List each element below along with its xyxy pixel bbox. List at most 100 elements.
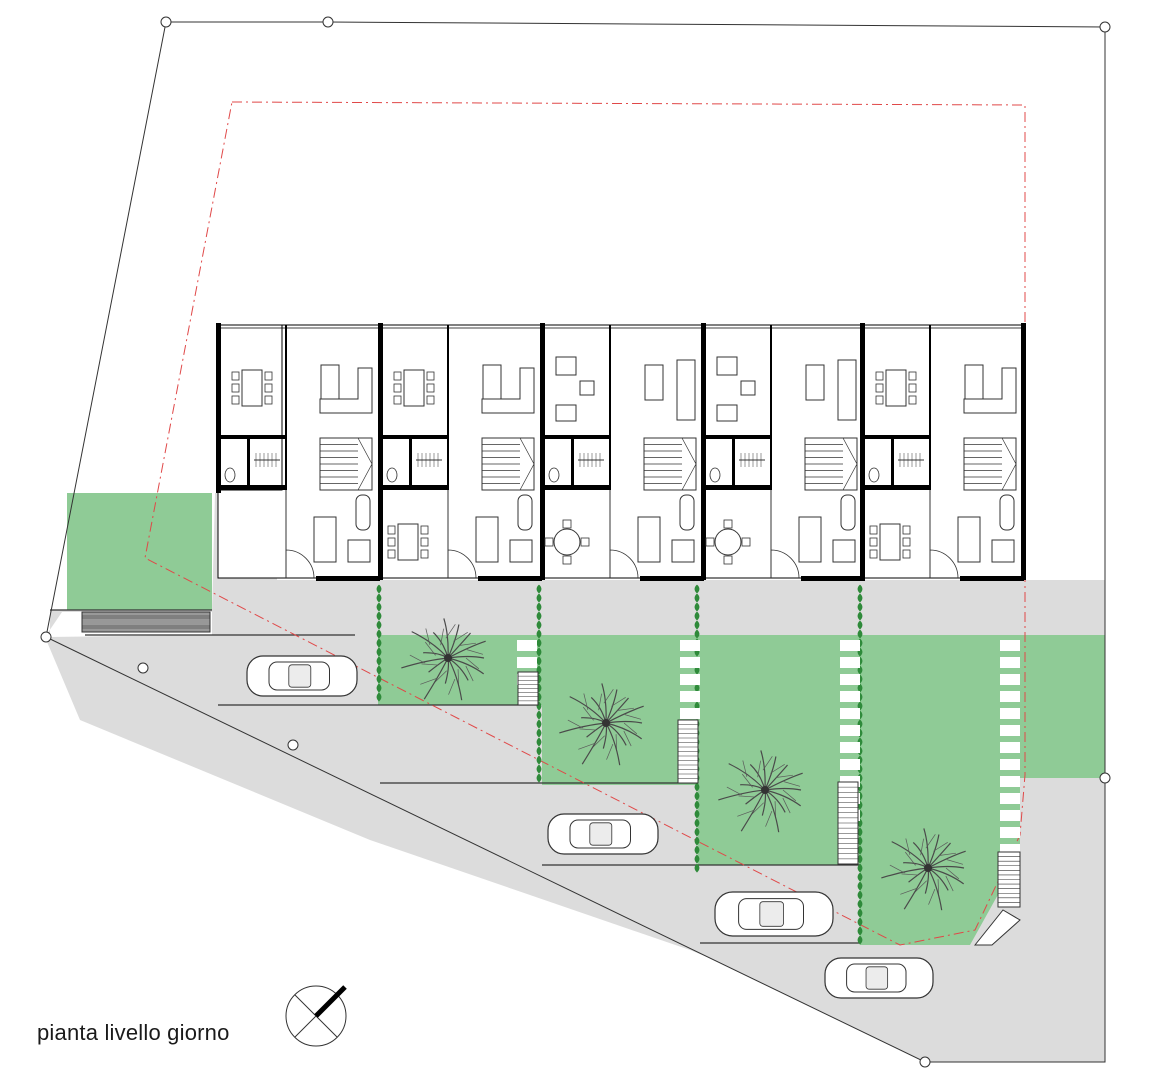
twig bbox=[453, 632, 468, 642]
chair bbox=[393, 371, 402, 381]
tv-unit bbox=[805, 364, 825, 401]
twig bbox=[776, 774, 793, 778]
stepping-stone bbox=[1000, 657, 1020, 668]
armchair bbox=[716, 404, 738, 422]
hedge-icon bbox=[536, 629, 542, 639]
hedge-icon bbox=[694, 593, 700, 603]
survey-point-1 bbox=[322, 16, 334, 28]
door-swing bbox=[609, 549, 639, 579]
kitchen-island bbox=[347, 539, 371, 563]
car-roof bbox=[865, 966, 889, 990]
chair bbox=[264, 395, 273, 405]
survey-point-2 bbox=[1099, 21, 1111, 33]
chair bbox=[562, 555, 572, 565]
stepping-stone bbox=[517, 657, 537, 668]
chair bbox=[723, 519, 733, 529]
kitchen-island bbox=[832, 539, 856, 563]
door-swing bbox=[770, 549, 800, 579]
twig bbox=[617, 707, 634, 711]
chair bbox=[420, 525, 429, 535]
front-wall bbox=[478, 576, 542, 581]
hedge-icon bbox=[536, 755, 542, 765]
twig bbox=[939, 852, 956, 856]
hedge-icon bbox=[694, 809, 700, 819]
hedge-icon bbox=[376, 647, 382, 657]
hedge-icon bbox=[536, 647, 542, 657]
twig bbox=[782, 797, 791, 814]
kitchen-counter bbox=[475, 516, 499, 563]
hedge-icon bbox=[857, 890, 863, 900]
units-layer bbox=[216, 323, 1026, 581]
table bbox=[241, 369, 263, 407]
twig bbox=[606, 743, 614, 760]
twig bbox=[579, 728, 597, 731]
hedge-icon bbox=[857, 881, 863, 891]
kitchen-island bbox=[671, 539, 695, 563]
car-roof bbox=[589, 822, 613, 846]
stepping-stone bbox=[840, 725, 860, 736]
stepping-stone bbox=[840, 674, 860, 685]
hedge-icon bbox=[376, 656, 382, 666]
stepping-stone bbox=[680, 640, 700, 651]
front-wall bbox=[960, 576, 1024, 581]
stepping-stone bbox=[1000, 827, 1020, 838]
hedge-icon bbox=[694, 791, 700, 801]
hedge-icon bbox=[857, 935, 863, 945]
hedge-icon bbox=[376, 683, 382, 693]
table bbox=[885, 369, 907, 407]
hedge-icon bbox=[536, 593, 542, 603]
hedge-icon bbox=[694, 836, 700, 846]
twig bbox=[945, 867, 960, 880]
twig bbox=[741, 773, 753, 788]
hedge-icon bbox=[694, 629, 700, 639]
kitchen-island bbox=[991, 539, 1015, 563]
table bbox=[397, 523, 419, 561]
sofa bbox=[837, 359, 857, 421]
table bbox=[403, 369, 425, 407]
twig bbox=[448, 678, 456, 695]
stair-icon bbox=[973, 909, 1021, 946]
chair bbox=[544, 537, 554, 547]
tv-unit bbox=[644, 364, 664, 401]
front-wall bbox=[801, 576, 865, 581]
survey-point-0 bbox=[160, 16, 172, 28]
stepping-stone bbox=[1000, 725, 1020, 736]
survey-point-7 bbox=[919, 1056, 931, 1068]
stair-wind bbox=[357, 463, 373, 491]
stepping-stone bbox=[840, 691, 860, 702]
twig bbox=[624, 714, 642, 720]
chair bbox=[902, 549, 911, 559]
chair bbox=[902, 525, 911, 535]
stepping-stone bbox=[840, 708, 860, 719]
twig bbox=[782, 789, 797, 802]
armchair bbox=[555, 356, 577, 376]
hedge-icon bbox=[857, 926, 863, 936]
chair bbox=[231, 371, 240, 381]
chair bbox=[869, 537, 878, 547]
first-unit-annex bbox=[217, 324, 283, 491]
twig bbox=[742, 760, 748, 777]
wc-wall bbox=[732, 438, 735, 488]
hedge-icon bbox=[694, 800, 700, 810]
tree-icon bbox=[559, 683, 644, 766]
chair bbox=[387, 549, 396, 559]
door-swing bbox=[285, 549, 315, 579]
hedge-icon bbox=[536, 737, 542, 747]
chair bbox=[562, 519, 572, 529]
kitchen-counter bbox=[313, 516, 337, 563]
hedge-icon bbox=[376, 602, 382, 612]
armchair bbox=[555, 404, 577, 422]
branch bbox=[927, 850, 966, 869]
wc-wall bbox=[218, 485, 286, 490]
door-swing bbox=[929, 549, 959, 579]
stepping-stone bbox=[1000, 759, 1020, 770]
wc-wall bbox=[409, 438, 412, 488]
bath bbox=[517, 494, 533, 531]
car-icon bbox=[714, 891, 834, 937]
north-arrow-icon bbox=[285, 985, 347, 1047]
chair bbox=[741, 537, 751, 547]
sofa bbox=[319, 367, 373, 414]
chair bbox=[875, 383, 884, 393]
chair bbox=[908, 395, 917, 405]
north-pointer bbox=[314, 985, 347, 1018]
